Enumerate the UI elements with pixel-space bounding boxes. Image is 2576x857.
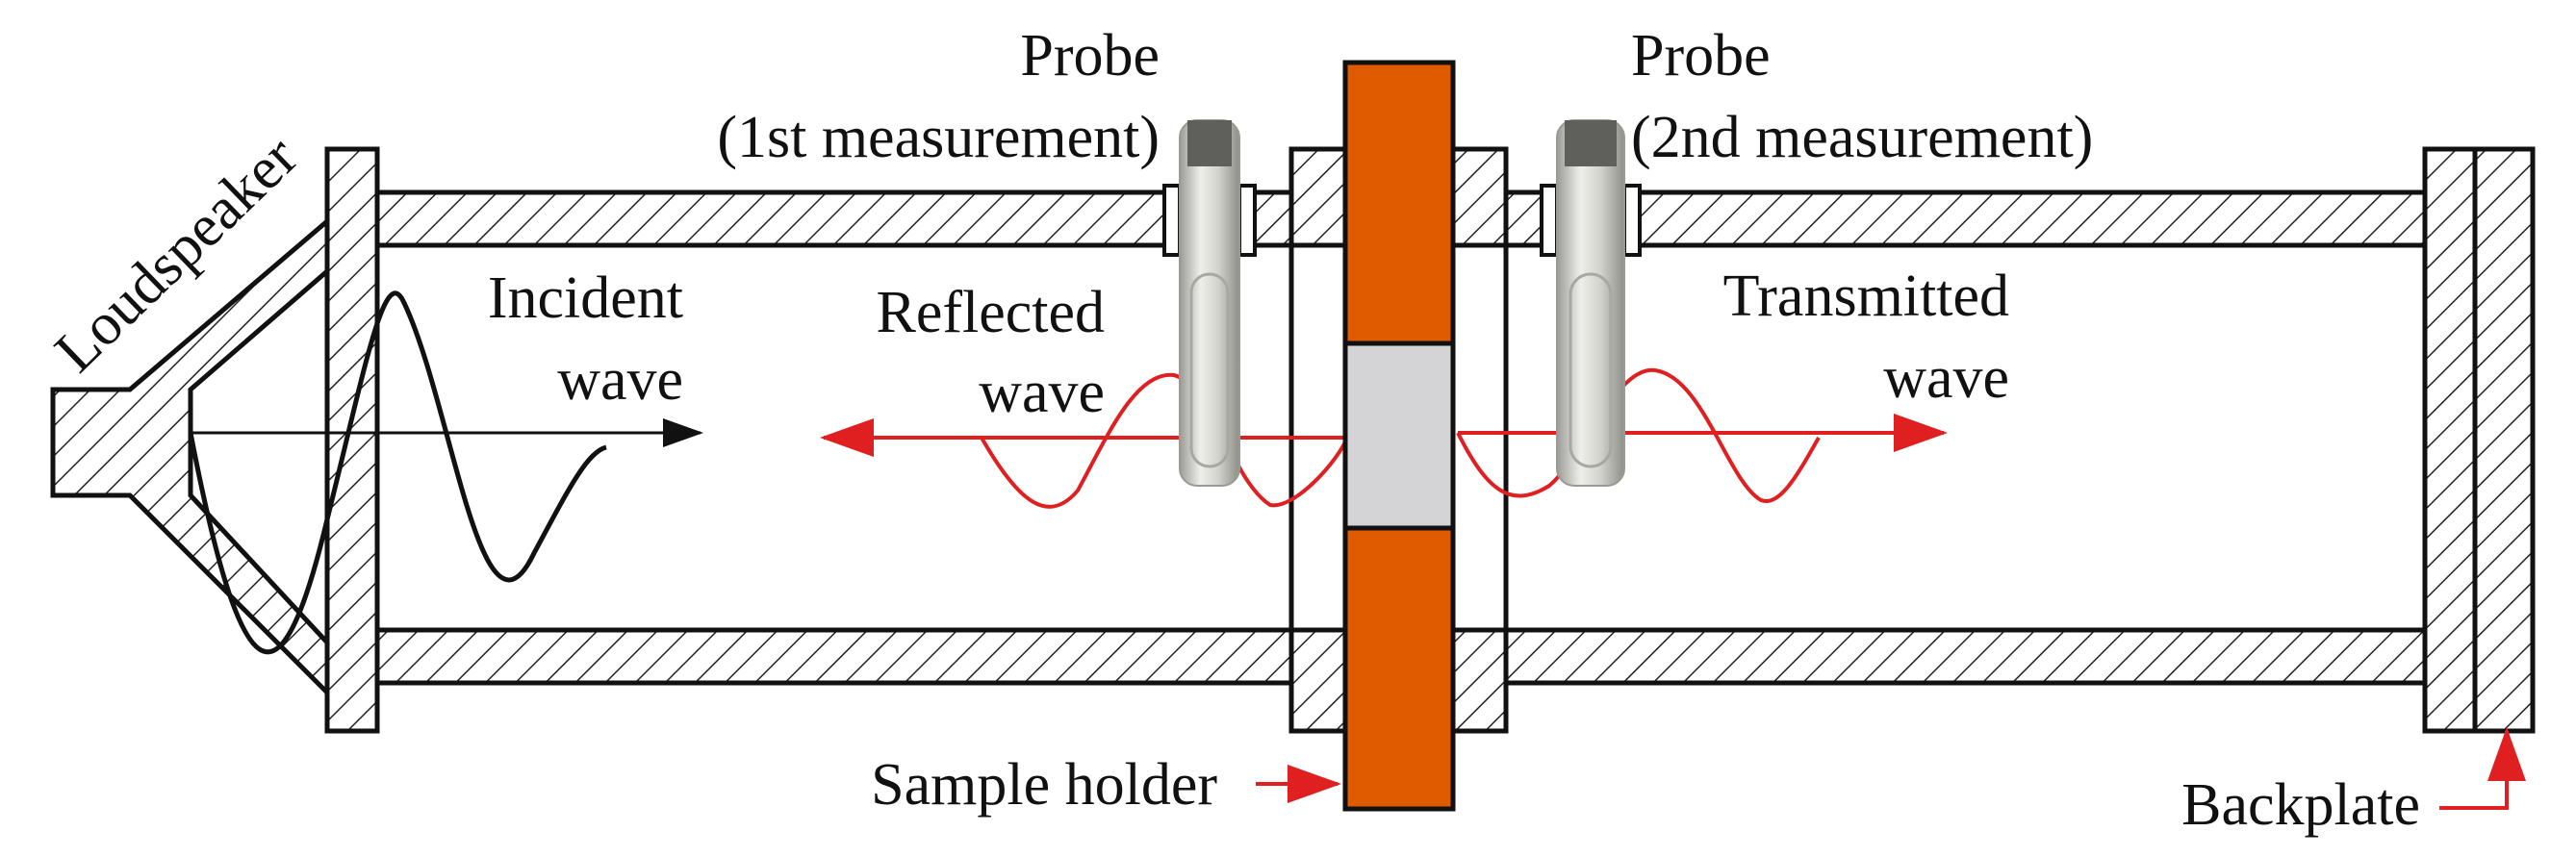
probe-1-title: Probe	[1020, 23, 1160, 88]
left-flange	[324, 146, 380, 734]
backplate-pointer	[2439, 727, 2526, 810]
transmitted-wave-label-line2: wave	[1883, 345, 2009, 411]
incident-wave-label-line2: wave	[557, 347, 683, 413]
sample-holder	[1342, 60, 1456, 812]
incident-wave-label-line1: Incident	[488, 265, 683, 331]
probe-2-icon	[1556, 119, 1625, 487]
transmitted-wave-label-line1: Transmitted	[1723, 264, 2009, 329]
probe-2-subtitle: (2nd measurement)	[1631, 105, 2093, 170]
sample-holder-bottom	[1342, 525, 1456, 812]
probe-1-icon	[1179, 119, 1240, 487]
loudspeaker	[50, 215, 330, 699]
probe-2-title: Probe	[1631, 23, 1771, 88]
backplate-label: Backplate	[2181, 772, 2420, 838]
sample-specimen	[1342, 340, 1456, 531]
backplate	[2422, 146, 2536, 734]
sample-holder-top	[1342, 60, 1456, 346]
probe-1-subtitle: (1st measurement)	[717, 105, 1160, 170]
incident-wave-curve	[188, 290, 607, 654]
sample-holder-flanges	[1288, 146, 1509, 734]
transmitted-wave	[1456, 367, 1948, 504]
reflected-wave-label-line1: Reflected	[876, 280, 1105, 345]
tube-upper-wall	[374, 189, 2428, 248]
reflected-wave-curve	[980, 372, 1349, 509]
reflected-wave-label-line2: wave	[979, 360, 1105, 425]
incident-wave	[188, 290, 703, 654]
transmitted-wave-curve	[1456, 367, 1821, 504]
reflected-wave	[820, 372, 1349, 509]
sample-holder-label: Sample holder	[871, 752, 1217, 818]
